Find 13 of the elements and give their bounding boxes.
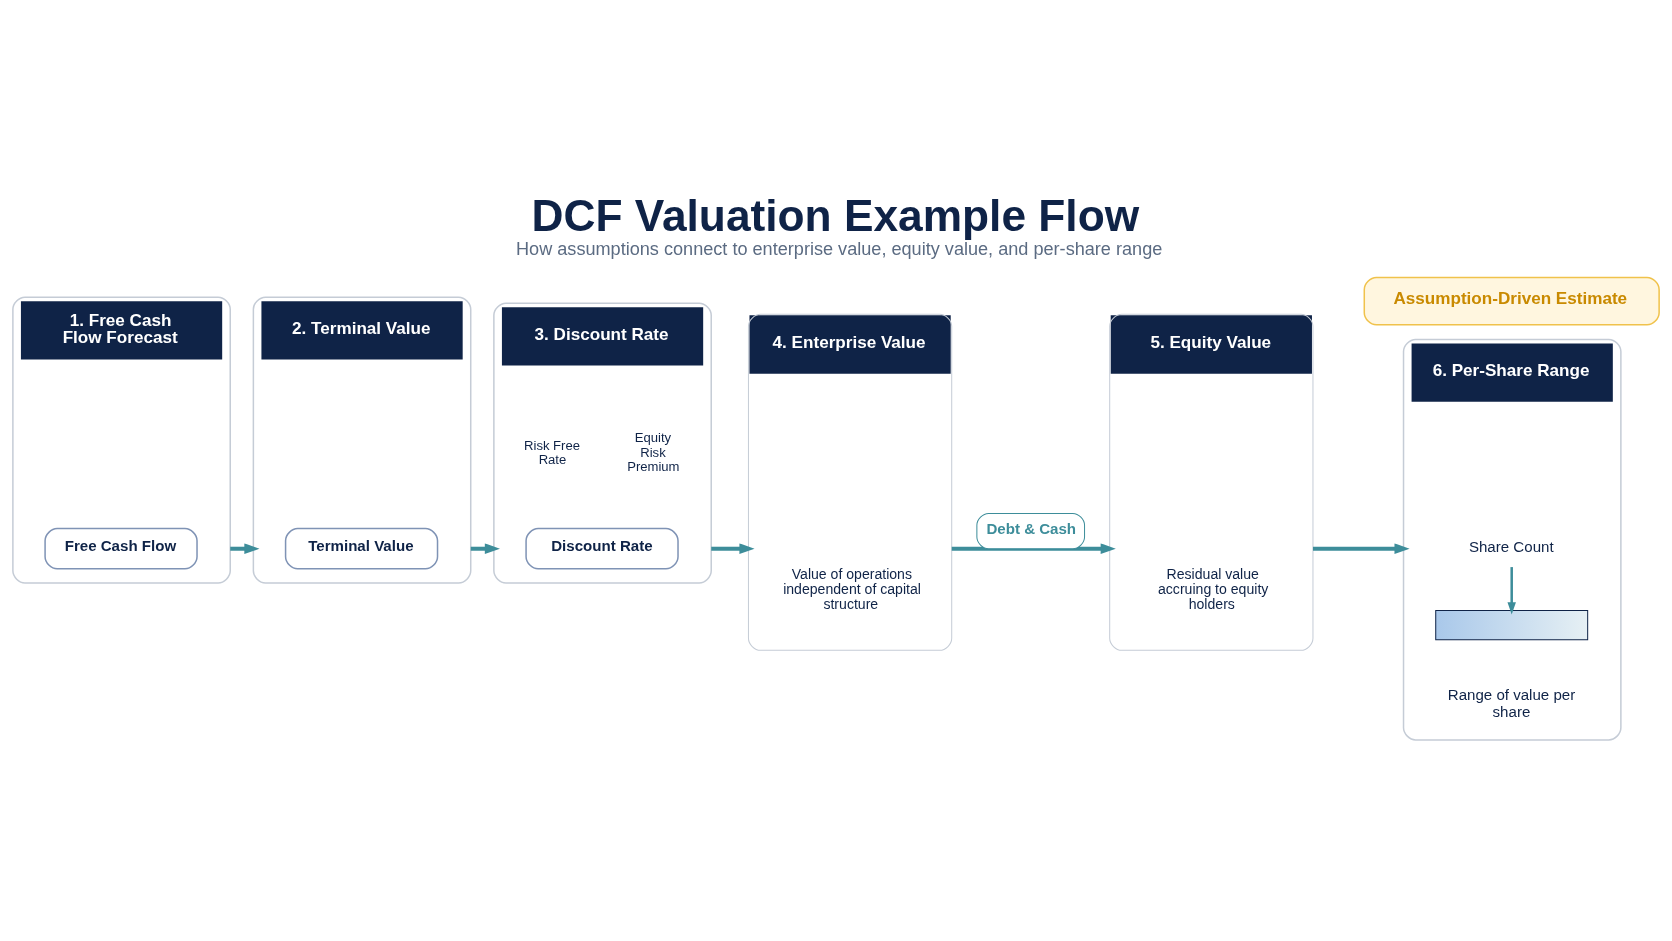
node-label: Range of value per share: [1447, 685, 1576, 720]
node-box: Discount Rate: [525, 527, 679, 570]
node-text: Share Count: [1468, 538, 1554, 556]
diagram-title: DCF Valuation Example Flow: [531, 191, 1140, 241]
node-box: Assumption-Driven Estimate: [1363, 276, 1660, 326]
arrow: [1312, 543, 1410, 555]
arrow: [1507, 567, 1516, 615]
node-box: Free Cash Flow: [44, 527, 198, 570]
arrow: [711, 543, 755, 555]
node-box: Terminal Value: [284, 527, 439, 570]
edge-label: Debt & Cash: [986, 520, 1077, 538]
arrow: [951, 543, 1116, 555]
node-bar: [1435, 610, 1589, 641]
